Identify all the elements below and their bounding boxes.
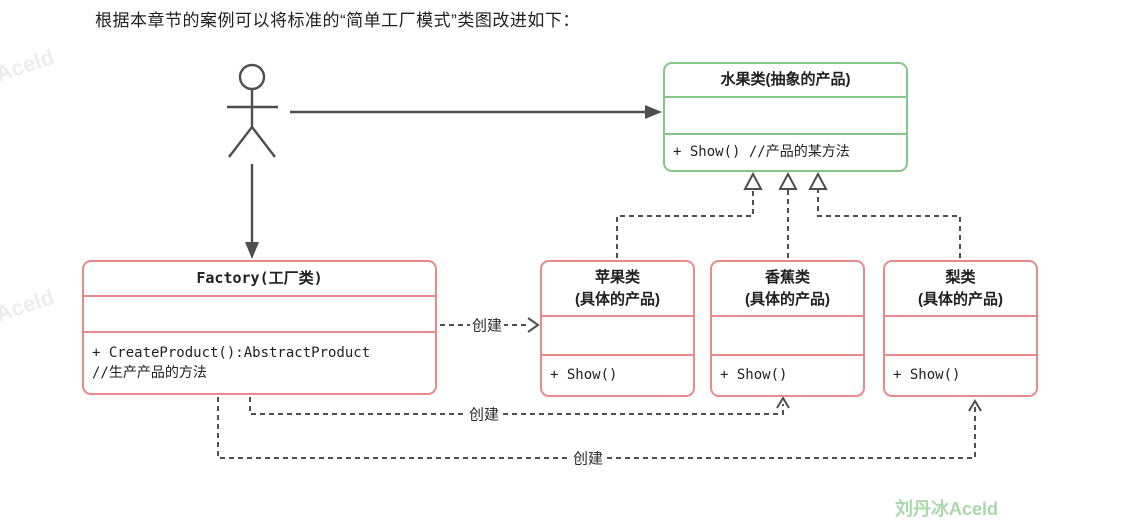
class-box-apple: 苹果类 (具体的产品) + Show(): [540, 260, 695, 397]
class-subname-text: (具体的产品): [745, 290, 830, 308]
class-name-text: Factory(工厂类): [196, 268, 323, 287]
class-methods-section: + Show(): [885, 356, 1036, 395]
class-name: 梨类 (具体的产品): [885, 262, 1036, 317]
class-subname-text: (具体的产品): [918, 290, 1003, 308]
class-box-fruit: 水果类(抽象的产品) + Show() //产品的某方法: [663, 62, 908, 172]
class-box-pear: 梨类 (具体的产品) + Show(): [883, 260, 1038, 397]
edge-label-create-apple: 创建: [469, 314, 505, 336]
class-subname-text: (具体的产品): [575, 290, 660, 308]
class-methods-section: + Show(): [712, 356, 863, 395]
edge-label-create-pear: 创建: [570, 447, 606, 469]
arrow-actor-to-fruit: [290, 105, 662, 119]
realization-triangle-icon: [778, 171, 798, 190]
realization-triangle-icon: [808, 171, 828, 190]
arrowhead-right-icon: [527, 317, 540, 333]
method-line: + Show(): [720, 367, 788, 384]
arrow-create-pear: [217, 397, 982, 459]
watermark-signature: 刘丹冰Aceld: [895, 499, 999, 519]
arrow-create-banana: [249, 396, 790, 415]
edge-label-create-banana: 创建: [466, 403, 502, 425]
class-methods-section: + Show(): [542, 356, 693, 395]
class-box-banana: 香蕉类 (具体的产品) + Show(): [710, 260, 865, 397]
class-name: 水果类(抽象的产品): [665, 64, 906, 98]
class-attributes-section: [542, 317, 693, 356]
actor-left-leg: [228, 126, 253, 158]
arrow-create-apple: [440, 317, 540, 333]
class-attributes-section: [885, 317, 1036, 356]
class-name-text: 香蕉类: [764, 268, 810, 286]
actor-head: [238, 63, 266, 91]
class-attributes-section: [84, 297, 435, 333]
class-methods-section: + CreateProduct():AbstractProduct //生产产品…: [84, 333, 435, 393]
realization-triangle-icon: [743, 171, 763, 190]
page-title: 根据本章节的案例可以将标准的“简单工厂模式”类图改进如下：: [95, 11, 580, 30]
actor-figure: [227, 63, 278, 158]
class-name: 苹果类 (具体的产品): [542, 262, 693, 317]
class-name: 香蕉类 (具体的产品): [712, 262, 863, 317]
arrowhead-right-icon: [645, 105, 662, 119]
method-line: + Show(): [893, 367, 961, 384]
class-attributes-section: [712, 317, 863, 356]
class-name-text: 梨类: [945, 268, 976, 286]
class-attributes-section: [665, 98, 906, 135]
class-name-text: 水果类(抽象的产品): [720, 71, 851, 89]
arrow-pear-realizes-fruit: [808, 171, 961, 258]
arrowhead-up-icon: [776, 396, 790, 409]
class-box-factory: Factory(工厂类) + CreateProduct():AbstractP…: [82, 260, 437, 395]
arrowhead-up-icon: [968, 399, 982, 412]
method-line: + CreateProduct():AbstractProduct: [92, 344, 371, 361]
method-line: + Show() //产品的某方法: [673, 144, 850, 161]
arrowhead-down-icon: [245, 242, 259, 259]
method-comment-line: //生产产品的方法: [92, 365, 207, 381]
method-line: + Show(): [550, 367, 618, 384]
class-methods-section: + Show() //产品的某方法: [665, 135, 906, 170]
actor-right-leg: [251, 126, 276, 158]
arrow-actor-to-factory: [245, 164, 259, 259]
arrow-apple-realizes-fruit: [616, 171, 763, 258]
class-name-text: 苹果类: [594, 268, 640, 286]
arrow-banana-realizes-fruit: [778, 171, 798, 258]
class-name: Factory(工厂类): [84, 262, 435, 297]
